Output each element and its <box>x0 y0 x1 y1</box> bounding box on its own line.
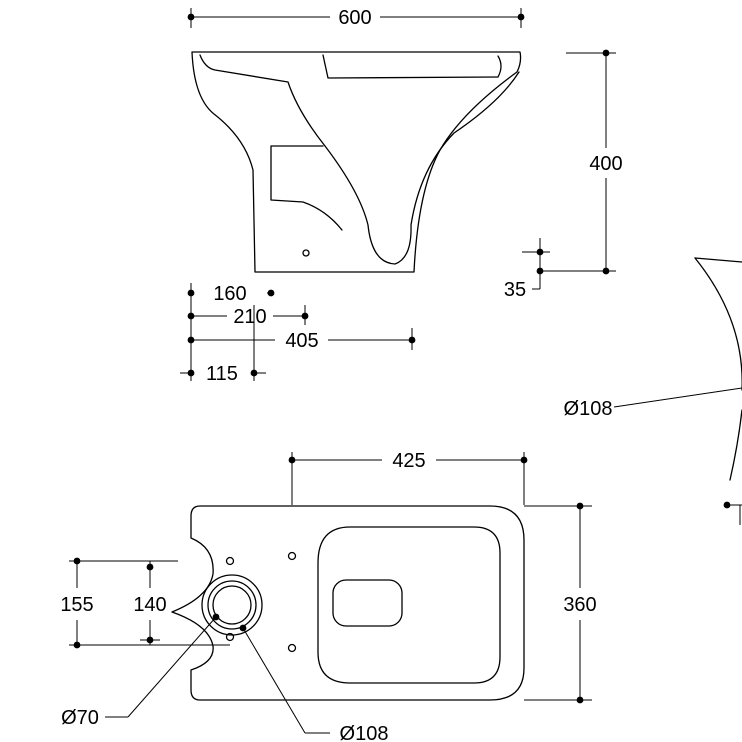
dim-label-detail-108: Ø108 <box>564 398 613 420</box>
dim-outlet-offsets: 160 210 405 115 <box>180 283 416 385</box>
dim-label-140: 140 <box>133 594 166 616</box>
rim-tip <box>497 55 502 78</box>
dim-label-155: 155 <box>60 594 93 616</box>
dim-label-35: 35 <box>504 279 526 301</box>
dim-side-width: 600 <box>187 7 525 29</box>
dim-side-height: 400 <box>540 49 623 275</box>
dim-label-70: Ø70 <box>61 707 99 729</box>
dim-label-360: 360 <box>563 594 596 616</box>
rim-edge <box>322 54 499 79</box>
dim-label-405: 405 <box>285 330 318 352</box>
dim-label-425: 425 <box>392 450 425 472</box>
outlet-detail-view: Ø108 <box>564 257 742 525</box>
bowl-inner-curve <box>199 54 520 265</box>
cistern-cutout <box>270 145 343 231</box>
outlet-ring-middle <box>207 580 257 630</box>
dim-label-400: 400 <box>589 153 622 175</box>
dim-label-115: 115 <box>206 363 238 385</box>
plan-outline <box>171 505 525 701</box>
dim-fixing-centres: 155 140 <box>60 557 230 649</box>
dim-plan-length: 425 <box>288 450 528 505</box>
outlet-ring-outer <box>201 574 263 636</box>
plan-view <box>171 505 525 701</box>
side-elevation <box>191 51 522 273</box>
pan-outline <box>191 51 522 273</box>
dim-outlet-diameters: Ø70 Ø108 <box>61 613 389 742</box>
seat-outline <box>317 526 501 684</box>
dim-spigot-height: 35 <box>504 238 550 301</box>
dim-label-600: 600 <box>338 7 371 29</box>
flush-plate <box>332 579 403 627</box>
dim-label-210: 210 <box>233 306 266 328</box>
dim-plan-width: 360 <box>524 502 597 704</box>
detail-arc <box>694 257 742 391</box>
dim-label-108: Ø108 <box>340 723 389 742</box>
dim-label-160: 160 <box>213 283 246 305</box>
fixing-hole <box>302 249 310 257</box>
outlet-ring-inner <box>212 585 252 625</box>
detail-arc-lower <box>729 409 742 481</box>
